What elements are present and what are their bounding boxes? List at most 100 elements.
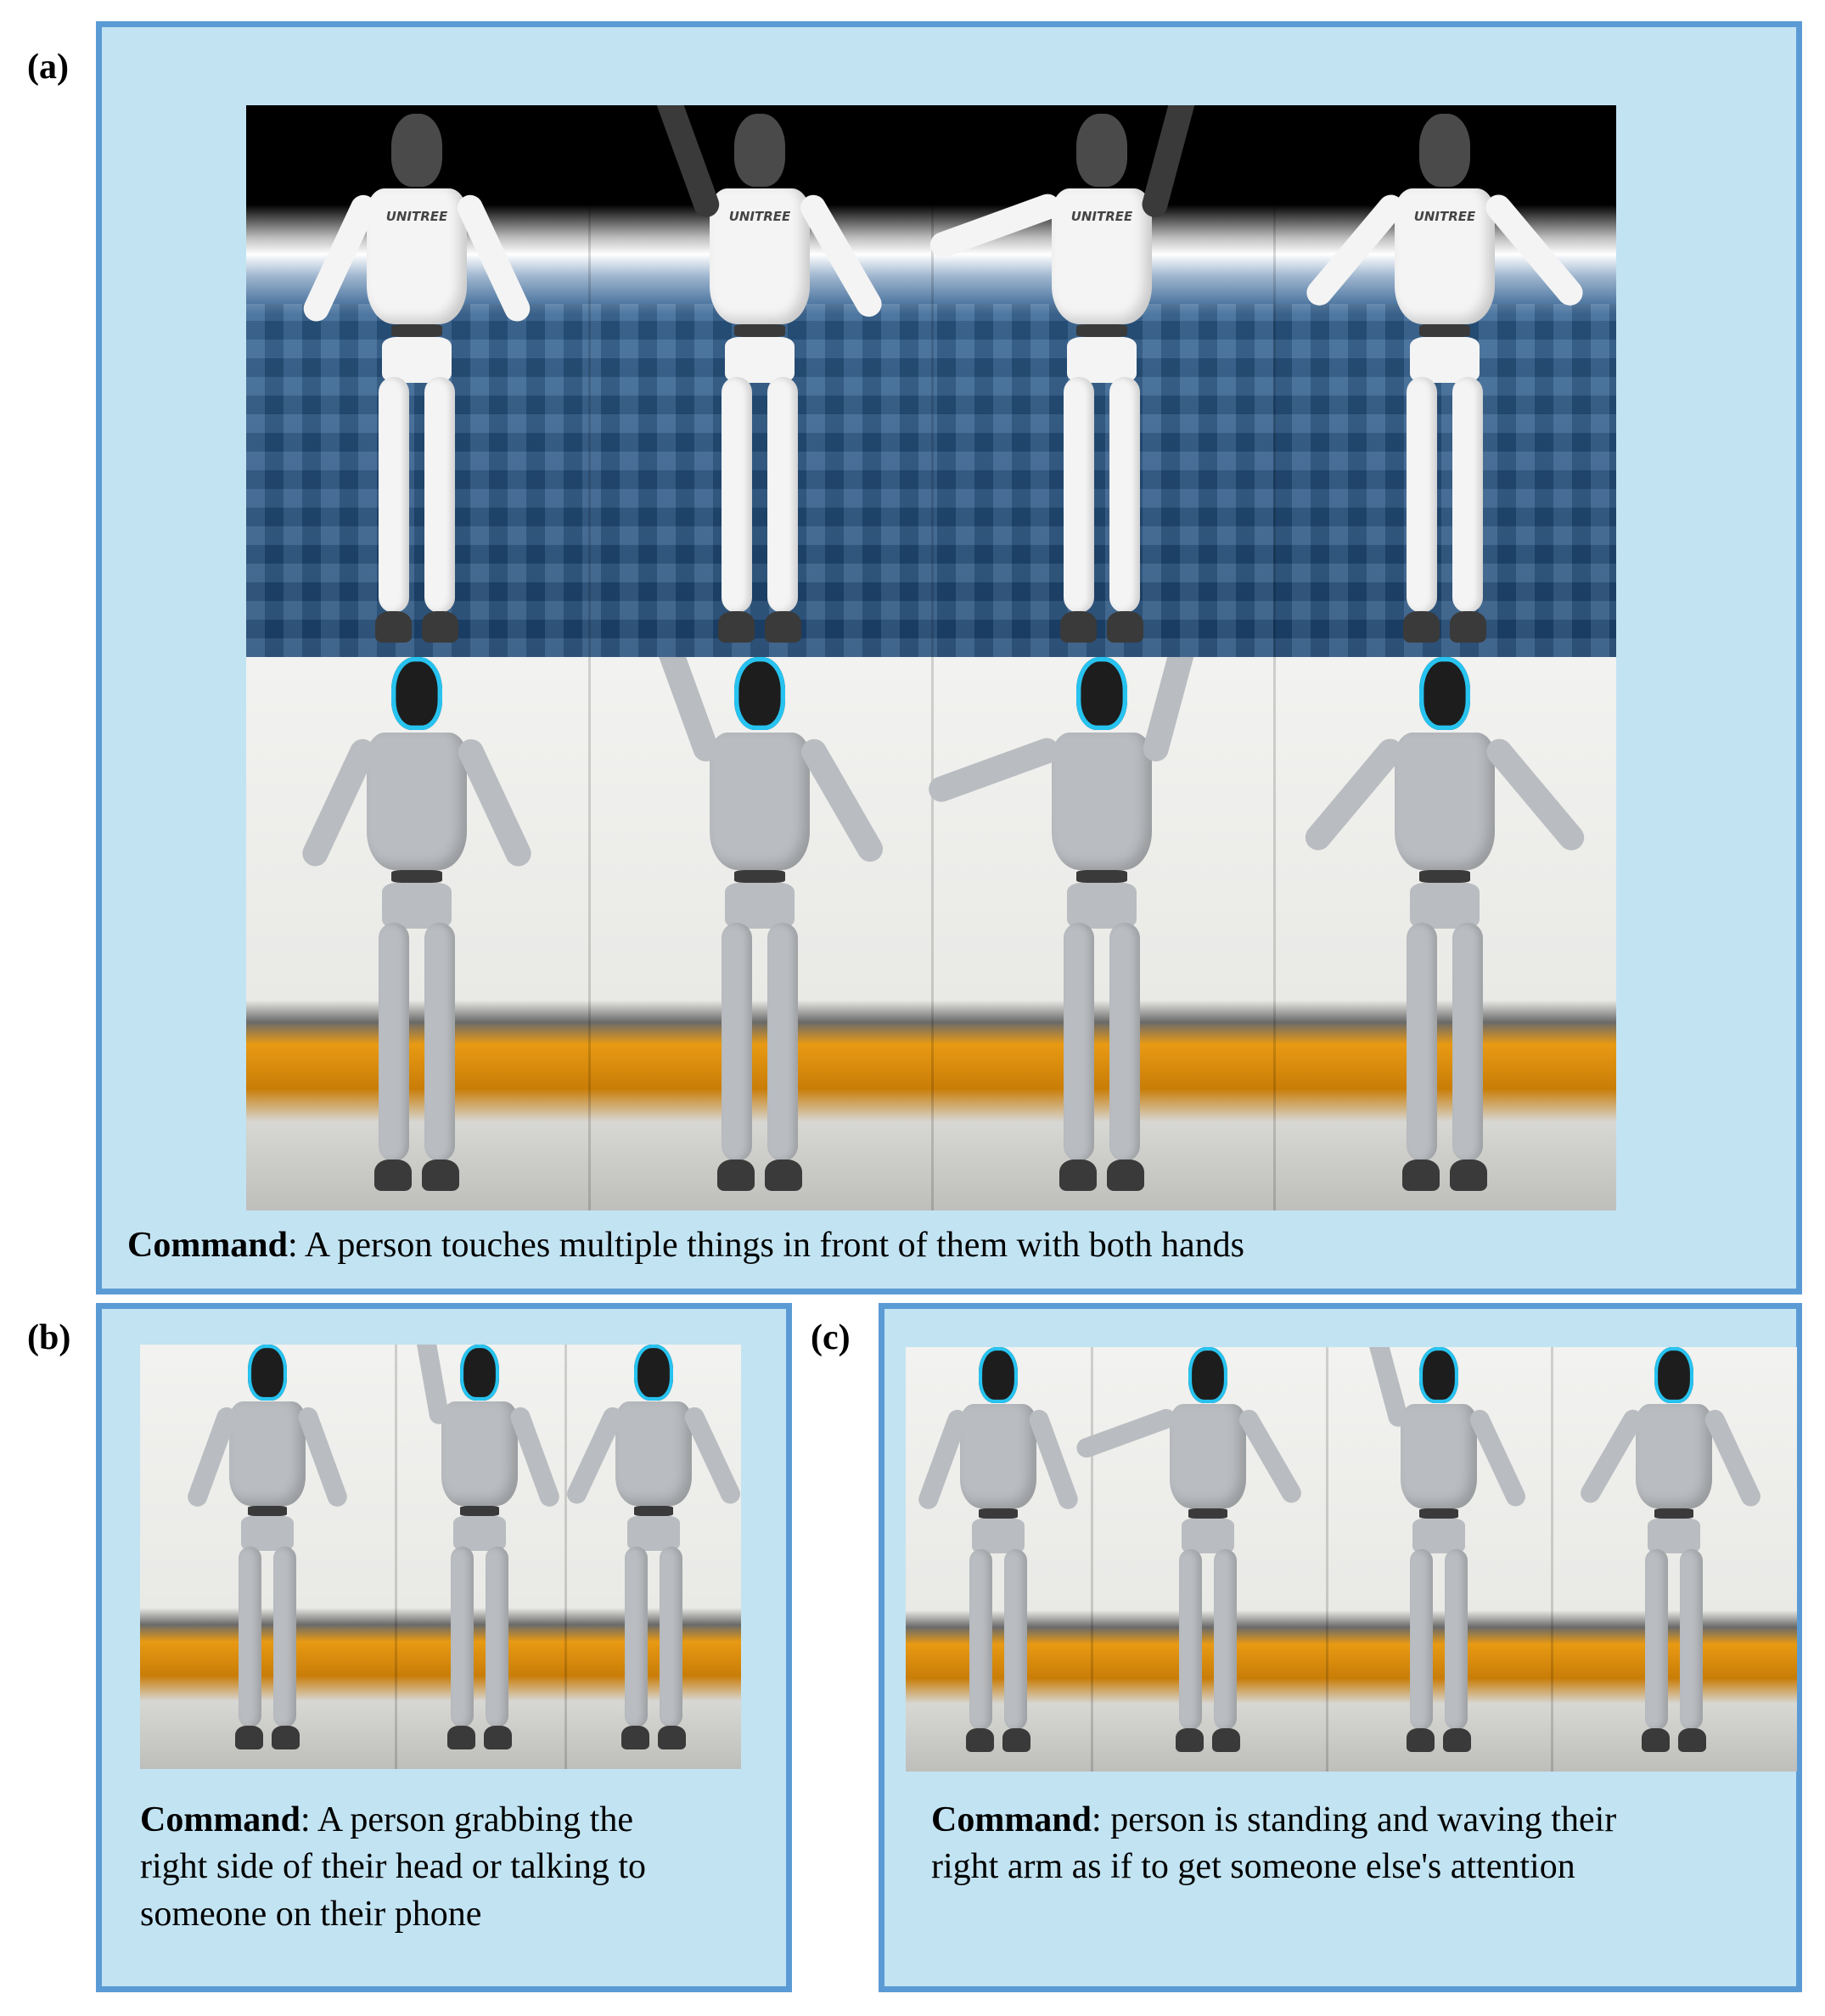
robot-torso [1400, 1404, 1478, 1509]
robot-left-leg [1406, 923, 1438, 1161]
robot-right-foot [1211, 1728, 1240, 1753]
robot-torso [615, 1401, 693, 1507]
robot-head [979, 1347, 1018, 1403]
robot-figure: UNITREE [1301, 114, 1588, 649]
robot-right-foot [765, 611, 802, 643]
robot-pelvis [382, 337, 452, 383]
robot-left-leg [238, 1546, 262, 1727]
robot-left-leg [1407, 377, 1438, 614]
robot-left-leg [1064, 377, 1095, 614]
robot-right-leg [1109, 923, 1141, 1161]
robot-left-foot [1407, 1728, 1435, 1753]
robot-waist [390, 869, 443, 883]
robot-left-foot [447, 1726, 476, 1750]
robot-figure [1364, 1347, 1529, 1758]
robot-right-leg [659, 1546, 683, 1727]
robot-right-leg [485, 1546, 509, 1727]
robot-waist [1654, 1508, 1693, 1519]
robot-figure [410, 1345, 563, 1755]
robot-left-arm [1364, 1347, 1411, 1429]
robot-pelvis [724, 882, 795, 929]
robot-left-leg [1178, 1548, 1203, 1730]
robot-left-leg [450, 1546, 474, 1727]
robot-head [248, 1345, 287, 1401]
robot-pelvis [1409, 882, 1480, 929]
panel-b-caption: Command: A person grabbing the right sid… [140, 1797, 768, 1938]
robot-left-foot [374, 1159, 412, 1191]
robot-left-foot [717, 611, 755, 643]
robot-left-leg [969, 1548, 993, 1730]
robot-waist [634, 1506, 673, 1516]
robot-waist [979, 1508, 1018, 1519]
robot-waist [248, 1506, 287, 1516]
robot-logo-text: UNITREE [385, 209, 448, 225]
command-label: Command [931, 1800, 1092, 1839]
robot-left-leg [378, 923, 410, 1161]
robot-torso [228, 1401, 306, 1507]
robot-figure: UNITREE [927, 105, 1199, 649]
robot-left-foot [621, 1726, 650, 1750]
robot-left-leg [379, 377, 410, 614]
robot-torso [959, 1404, 1037, 1509]
robot-left-foot [1176, 1728, 1204, 1753]
robot-figure [184, 1345, 351, 1755]
command-text-line-2: right side of their head or talking to [140, 1847, 647, 1887]
robot-waist [1419, 1508, 1458, 1519]
robot-head [1075, 657, 1128, 731]
robot-right-leg [1679, 1548, 1704, 1730]
robot-torso [1169, 1404, 1247, 1509]
robot-right-foot [1107, 611, 1144, 643]
panel-c-frames [906, 1347, 1797, 1772]
robot-head [1076, 114, 1127, 187]
robot-torso [710, 188, 810, 325]
robot-head [1418, 657, 1471, 731]
robot-right-leg [1452, 923, 1484, 1161]
robot-left-leg [624, 1546, 649, 1727]
robot-figure: UNITREE [652, 105, 886, 649]
robot-left-leg [721, 923, 753, 1161]
robot-head [1419, 114, 1470, 187]
robot-left-foot [1642, 1728, 1671, 1753]
robot-waist [733, 869, 786, 883]
robot-left-arm [413, 1345, 451, 1426]
robot-torso [1052, 188, 1152, 325]
robot-pelvis [1410, 337, 1480, 383]
robot-logo-text: UNITREE [1413, 209, 1476, 225]
panel-a-caption: Command: A person touches multiple thing… [127, 1222, 1244, 1269]
robot-left-leg [1644, 1548, 1669, 1730]
robot-pelvis [452, 1515, 507, 1551]
robot-right-leg [1452, 377, 1483, 614]
robot-figure [651, 657, 888, 1198]
robot-right-leg [766, 923, 799, 1161]
robot-right-leg [766, 377, 798, 614]
robot-waist [460, 1506, 499, 1516]
panel-c-caption: Command: person is standing and waving t… [931, 1797, 1788, 1891]
command-text-line-2: right arm as if to get someone else's at… [931, 1847, 1575, 1887]
robot-head [634, 1345, 673, 1401]
robot-figure [1300, 657, 1590, 1198]
robot-right-foot [1450, 611, 1487, 643]
robot-figure [564, 1345, 741, 1755]
robot-torso [709, 732, 811, 870]
robot-waist [391, 324, 442, 338]
panel-b-frames [140, 1345, 741, 1769]
robot-right-foot [1002, 1728, 1030, 1753]
robot-head [733, 657, 786, 731]
robot-head [460, 1345, 499, 1401]
robot-waist [1188, 1508, 1227, 1519]
robot-left-leg [1063, 923, 1095, 1161]
robot-pelvis [725, 337, 795, 383]
panel-c: Command: person is standing and waving t… [879, 1303, 1802, 1992]
robot-pelvis [240, 1515, 295, 1551]
robot-right-arm [1139, 657, 1200, 765]
robot-pelvis [971, 1518, 1025, 1553]
robot-right-leg [424, 377, 455, 614]
panel-b-label: (b) [27, 1318, 71, 1357]
robot-torso [441, 1401, 519, 1507]
robot-torso [367, 188, 467, 325]
robot-right-foot [1450, 1159, 1487, 1191]
robot-left-leg [1409, 1548, 1434, 1730]
robot-figure [925, 657, 1200, 1198]
